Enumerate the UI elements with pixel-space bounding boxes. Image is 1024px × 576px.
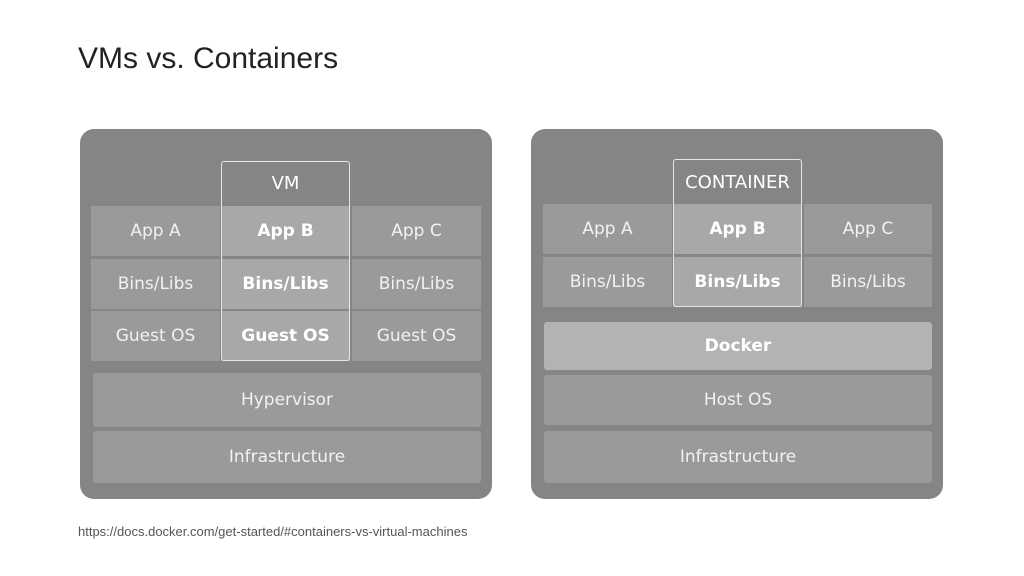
container-app-b: App B — [673, 204, 802, 254]
vm-bins-libs-c: Bins/Libs — [352, 259, 481, 309]
source-link[interactable]: https://docs.docker.com/get-started/#con… — [78, 524, 468, 539]
vm-diagram-panel: VM App A App B App C Bins/Libs Bins/Libs… — [80, 129, 492, 499]
container-app-a: App A — [543, 204, 672, 254]
vm-frame-label: VM — [271, 173, 300, 194]
vm-guest-os-a: Guest OS — [91, 311, 220, 361]
vm-app-c: App C — [352, 206, 481, 256]
vm-app-a: App A — [91, 206, 220, 256]
vm-guest-os-b: Guest OS — [221, 311, 350, 361]
vm-infrastructure-layer: Infrastructure — [93, 431, 481, 483]
vm-bins-libs-a: Bins/Libs — [91, 259, 220, 309]
hypervisor-layer: Hypervisor — [93, 373, 481, 427]
container-infrastructure-layer: Infrastructure — [544, 431, 932, 483]
container-bins-libs-a: Bins/Libs — [543, 257, 672, 307]
docker-layer: Docker — [544, 322, 932, 370]
container-diagram-panel: CONTAINER App A App B App C Bins/Libs Bi… — [531, 129, 943, 499]
host-os-layer: Host OS — [544, 375, 932, 425]
vm-app-b: App B — [221, 206, 350, 256]
slide-title: VMs vs. Containers — [78, 42, 339, 75]
container-app-c: App C — [804, 204, 932, 254]
vm-bins-libs-b: Bins/Libs — [221, 259, 350, 309]
vm-guest-os-c: Guest OS — [352, 311, 481, 361]
container-bins-libs-b: Bins/Libs — [673, 257, 802, 307]
container-bins-libs-c: Bins/Libs — [804, 257, 932, 307]
container-frame-label: CONTAINER — [685, 171, 790, 193]
